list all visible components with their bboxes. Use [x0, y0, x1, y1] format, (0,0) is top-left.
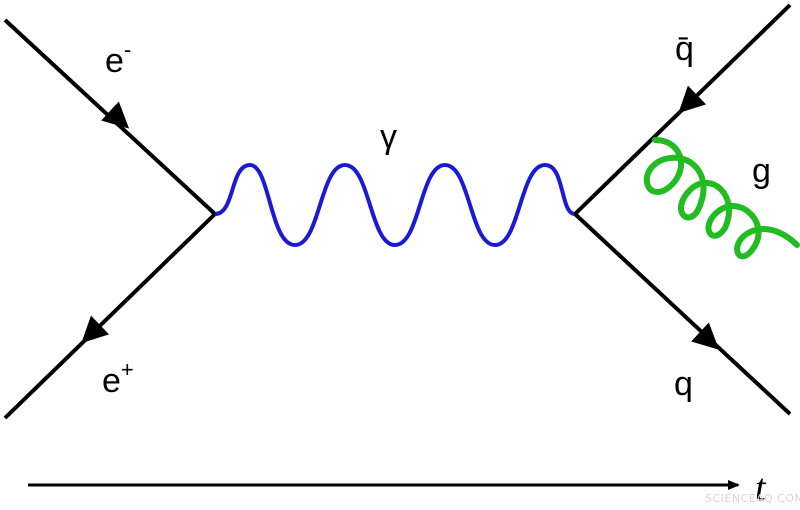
gluon-label: g [752, 152, 771, 190]
positron-line [3, 212, 217, 420]
positron-label: e+ [102, 357, 134, 400]
antiquark-label: q̄ [675, 30, 694, 68]
photon-label: γ [380, 118, 397, 156]
quark-label: q [674, 365, 693, 403]
watermark: SCIENCEAQ.COM [705, 492, 800, 505]
gluon-propagator [643, 137, 800, 260]
photon-propagator [214, 162, 576, 248]
quark-line [573, 212, 792, 416]
positron-charge: + [121, 357, 134, 382]
antiquark-arrow [678, 85, 707, 114]
electron-arrow [101, 101, 130, 129]
electron-line [3, 18, 217, 216]
quark-arrow [691, 322, 720, 350]
electron-label: e- [105, 37, 131, 80]
electron-charge: - [124, 37, 131, 62]
time-axis-label: t [755, 467, 767, 509]
positron-arrow [81, 315, 110, 344]
antiquark-line [573, 3, 792, 216]
